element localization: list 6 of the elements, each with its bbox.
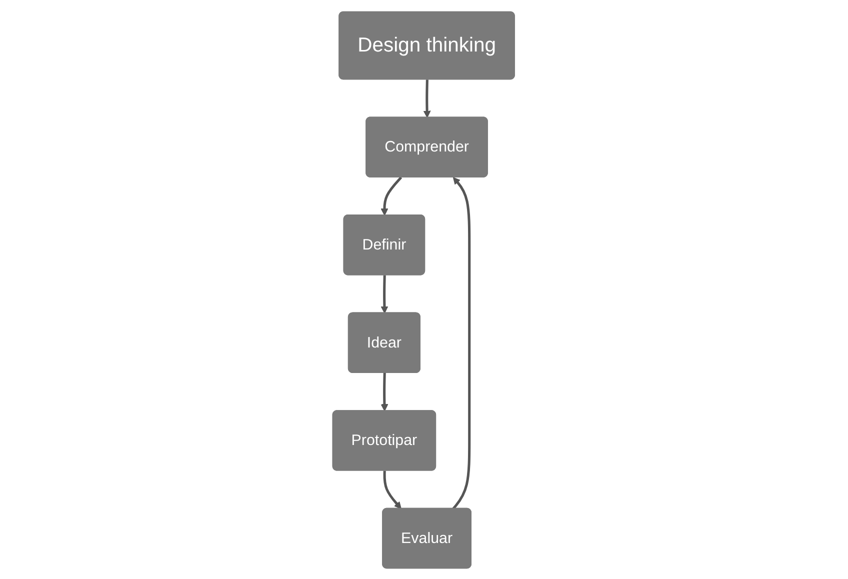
arrow [452, 176, 471, 510]
arrow [424, 79, 432, 118]
arrow [381, 274, 389, 314]
arrow [384, 470, 402, 509]
arrow [381, 176, 402, 216]
arrow [381, 372, 389, 411]
